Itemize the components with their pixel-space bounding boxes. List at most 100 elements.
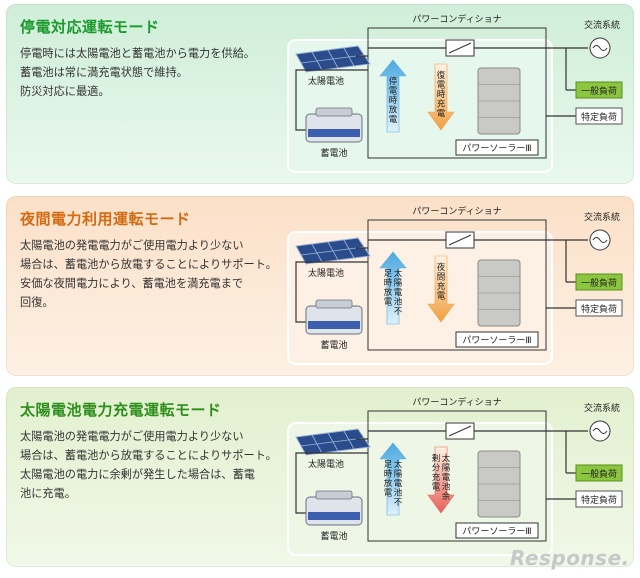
general-load-label: 一般負荷: [581, 277, 617, 289]
svg-text:電: 電: [394, 288, 403, 298]
battery-icon: [305, 490, 363, 526]
svg-text:充: 充: [437, 99, 446, 110]
mode-diagram: 太陽電池パワーコンディショナ交流系統一般負荷特定負荷蓄電池太陽電池不足時放電夜間…: [287, 205, 623, 365]
response-logo: Response.: [510, 546, 630, 570]
svg-text:電: 電: [384, 298, 393, 308]
svg-text:電: 電: [432, 483, 441, 493]
pcs-label: パワーコンディショナ: [412, 13, 501, 25]
specific-load-box: [575, 490, 623, 508]
specific-load-label: 特定負荷: [581, 303, 617, 315]
description-line: 場合は、蓄電池から放電することによりサポート。: [20, 449, 277, 462]
svg-text:復: 復: [437, 70, 446, 81]
specific-load-box: [575, 107, 623, 125]
charge-arrow: [427, 63, 455, 131]
general-load-label: 一般負荷: [581, 468, 617, 480]
product-label-box: [455, 331, 539, 348]
pcs-label: パワーコンディショナ: [412, 396, 501, 408]
mode-title: 太陽電池電力充電運転モード: [20, 401, 222, 419]
description-line: 蓄電池は常に満充電状態で維持。: [20, 66, 188, 79]
description-line: 太陽電池の発電電力がご使用電力より少ない: [20, 239, 244, 252]
svg-text:充: 充: [432, 472, 441, 483]
solar-label: 太陽電池: [308, 458, 344, 470]
general-load-label: 一般負荷: [581, 85, 617, 97]
svg-text:電: 電: [437, 292, 446, 302]
inverter-icon: [445, 231, 475, 249]
mode-panel-3: 太陽電池パワーコンディショナ交流系統一般負荷特定負荷蓄電池太陽電池不足時放電太陽…: [6, 387, 634, 567]
grid-label: 交流系統: [584, 211, 620, 223]
wire-battery: [295, 261, 368, 323]
battery-label: 蓄電池: [320, 147, 347, 159]
wire-battery: [295, 452, 368, 514]
product-label: パワーソーラーⅢ: [462, 526, 531, 537]
battery-label: 蓄電池: [320, 339, 347, 351]
mode-diagram: 太陽電池パワーコンディショナ交流系統一般負荷特定負荷蓄電池太陽電池不足時放電太陽…: [287, 396, 623, 556]
svg-text:夜: 夜: [437, 262, 446, 273]
svg-text:太: 太: [394, 268, 403, 279]
power-solar-unit-icon: [477, 450, 521, 518]
svg-text:時: 時: [437, 90, 446, 100]
svg-text:放: 放: [384, 478, 393, 489]
svg-text:陽: 陽: [442, 464, 451, 474]
svg-text:電: 電: [437, 109, 446, 119]
description-line: 太陽電池の電力に余剰が発生した場合は、蓄電: [20, 468, 255, 481]
battery-label: 蓄電池: [320, 530, 347, 542]
description-line: 池に充電。: [20, 487, 76, 500]
inverter-icon: [445, 39, 475, 57]
product-label: パワーソーラーⅢ: [462, 335, 531, 346]
svg-text:電: 電: [394, 479, 403, 489]
mode-title: 夜間電力利用運転モード: [20, 210, 191, 228]
power-solar-unit-icon: [477, 67, 521, 135]
svg-text:時: 時: [389, 96, 398, 106]
solar-panel-icon: [295, 237, 371, 265]
svg-text:陽: 陽: [394, 279, 403, 289]
mode-description: 太陽電池の発電電力がご使用電力より少ない場合は、蓄電池から放電することによりサポ…: [20, 236, 282, 312]
svg-text:陽: 陽: [394, 470, 403, 480]
mode-description: 太陽電池の発電電力がご使用電力より少ない場合は、蓄電池から放電することによりサポ…: [20, 427, 282, 503]
pcs-label: パワーコンディショナ: [412, 205, 501, 217]
description-line: 回復。: [20, 296, 54, 309]
svg-text:電: 電: [389, 115, 398, 125]
mode-panel-1: 太陽電池パワーコンディショナ交流系統一般負荷特定負荷蓄電池停電時放電復電時充電パ…: [6, 4, 634, 184]
svg-text:池: 池: [442, 482, 451, 493]
svg-text:放: 放: [384, 287, 393, 298]
svg-text:太: 太: [394, 459, 403, 470]
svg-text:電: 電: [437, 81, 446, 91]
svg-text:電: 電: [384, 489, 393, 499]
battery-icon: [305, 107, 363, 143]
power-conditioner-frame: [367, 410, 547, 542]
svg-text:太: 太: [442, 453, 451, 464]
mode-panel-2: 太陽電池パワーコンディショナ交流系統一般負荷特定負荷蓄電池太陽電池不足時放電夜間…: [6, 196, 634, 376]
discharge-arrow: [379, 251, 407, 325]
svg-text:分: 分: [432, 464, 441, 474]
svg-text:充: 充: [437, 281, 446, 292]
mode-description: 停電時には太陽電池と蓄電池から電力を供給。蓄電池は常に満充電状態で維持。防災対応…: [20, 44, 282, 101]
svg-text:池: 池: [394, 297, 403, 308]
svg-text:時: 時: [384, 470, 393, 480]
product-label-box: [455, 522, 539, 539]
mode-diagram: 太陽電池パワーコンディショナ交流系統一般負荷特定負荷蓄電池停電時放電復電時充電パ…: [287, 13, 623, 173]
mode-title: 停電対応運転モード: [20, 18, 160, 36]
product-label: パワーソーラーⅢ: [462, 143, 531, 154]
general-load-box: [575, 464, 623, 482]
solar-panel-icon: [295, 428, 371, 456]
charge-arrow: [427, 446, 455, 514]
description-line: 太陽電池の発電電力がご使用電力より少ない: [20, 430, 244, 443]
svg-text:停: 停: [389, 76, 398, 87]
grid-label: 交流系統: [584, 19, 620, 31]
power-conditioner-frame: [367, 27, 547, 159]
grid-label: 交流系統: [584, 402, 620, 414]
specific-load-label: 特定負荷: [581, 494, 617, 506]
discharge-arrow: [379, 59, 407, 133]
power-solar-unit-icon: [477, 259, 521, 327]
solar-label: 太陽電池: [308, 267, 344, 279]
charge-arrow: [427, 255, 455, 323]
svg-text:不: 不: [394, 498, 403, 508]
svg-text:電: 電: [389, 87, 398, 97]
svg-text:剰: 剰: [432, 453, 441, 464]
svg-text:間: 間: [437, 273, 446, 283]
svg-text:放: 放: [389, 105, 398, 116]
wire-battery: [295, 69, 368, 131]
